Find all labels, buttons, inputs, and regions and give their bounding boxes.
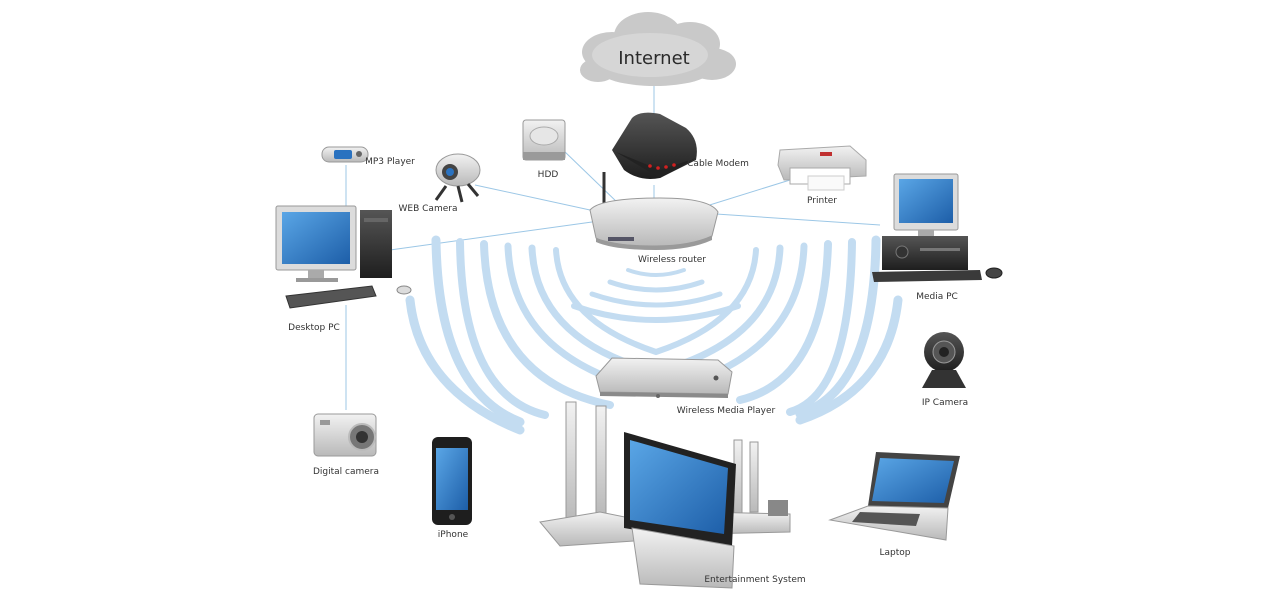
digital-camera-label: Digital camera — [312, 467, 380, 477]
desktop-pc-label: Desktop PC — [288, 323, 340, 333]
web-camera-device — [434, 153, 481, 203]
cable-modem-label: Cable Modem — [687, 159, 749, 169]
wireless-media-player-label: Wireless Media Player — [676, 406, 776, 416]
link-printer-router — [699, 179, 791, 209]
link-webcam-router — [474, 184, 591, 211]
media-pc-label: Media PC — [916, 292, 958, 302]
laptop-device — [828, 452, 960, 541]
connection-lines — [345, 82, 881, 410]
cable-modem-device — [612, 112, 697, 179]
ip-camera-device — [922, 332, 966, 388]
wireless-router-label: Wireless router — [638, 255, 706, 265]
entertainment-system-label: Entertainment System — [704, 575, 806, 585]
iphone-label: iPhone — [437, 530, 469, 540]
media-pc-device — [872, 173, 1003, 282]
mp3-player-label: MP3 Player — [365, 157, 415, 167]
hdd-device — [522, 119, 566, 161]
wireless-waves — [405, 235, 903, 435]
digital-camera-device — [313, 413, 377, 457]
wireless-router-device — [589, 172, 719, 250]
printer-label: Printer — [807, 196, 837, 206]
entertainment-system-device — [539, 401, 791, 589]
laptop-label: Laptop — [879, 548, 911, 558]
hdd-label: HDD — [537, 170, 559, 180]
internet-cloud: Internet — [580, 12, 736, 86]
link-hdd-router — [562, 149, 621, 206]
wireless-media-player-device — [595, 357, 733, 398]
desktop-pc-device — [275, 205, 412, 309]
mp3-player-device — [321, 146, 369, 163]
iphone-device — [432, 437, 472, 525]
internet-label: Internet — [618, 48, 689, 69]
printer-device — [777, 145, 867, 191]
web-camera-label: WEB Camera — [398, 204, 458, 214]
link-desktop-router — [389, 221, 593, 251]
ip-camera-label: IP Camera — [921, 398, 969, 408]
link-mediapc-router — [715, 213, 881, 226]
